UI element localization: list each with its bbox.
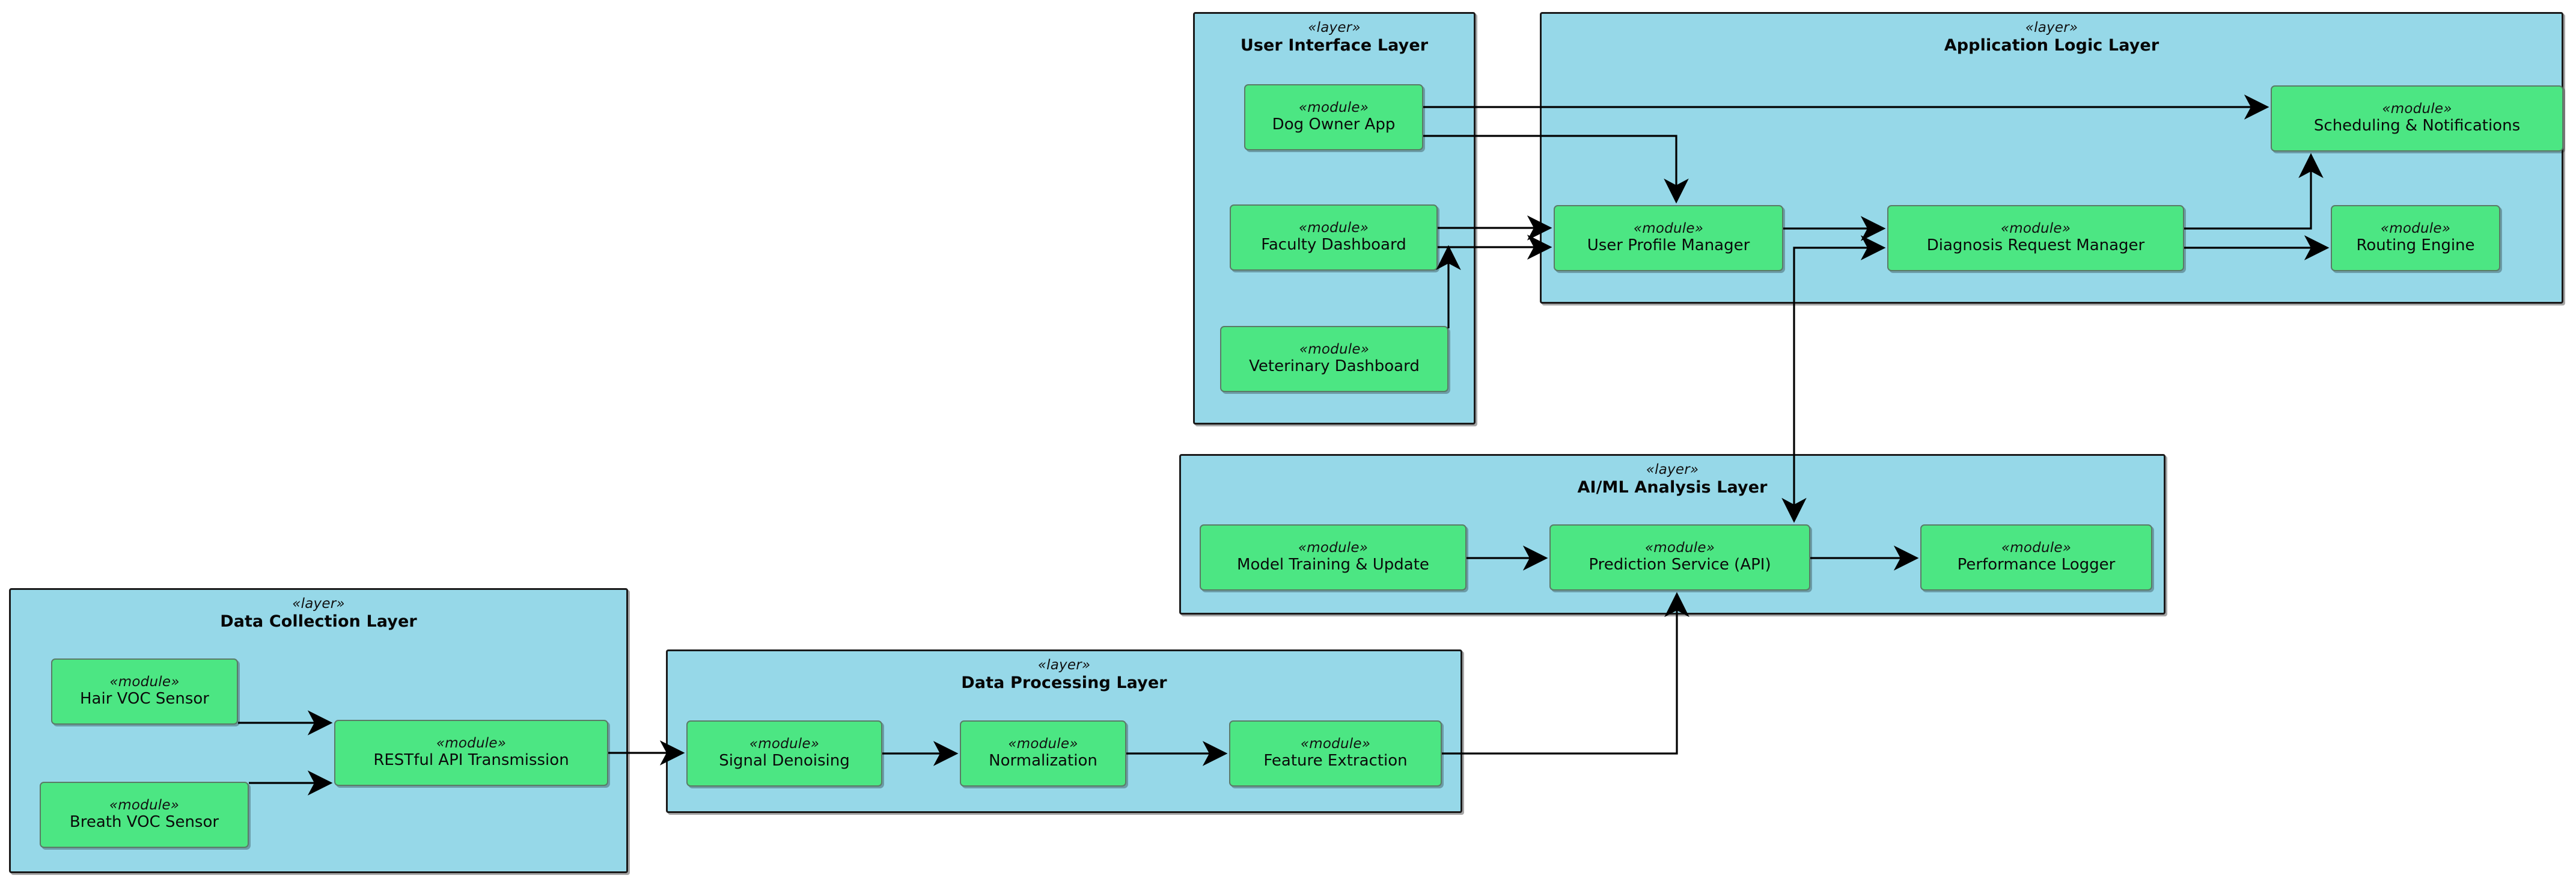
module-veterinary-dashboard[interactable]: «module» Veterinary Dashboard (1220, 326, 1448, 392)
layer-title: AI/ML Analysis Layer (1577, 478, 1768, 497)
module-label: Dog Owner App (1272, 115, 1396, 134)
layer-stereotype: «layer» (1037, 657, 1091, 673)
module-stereotype: «module» (1633, 221, 1704, 237)
layer-user-interface-header: «layer» User Interface Layer (1195, 20, 1474, 55)
module-user-profile-manager[interactable]: «module» User Profile Manager (1554, 205, 1783, 271)
module-label: Breath VOC Sensor (69, 812, 219, 831)
layer-stereotype: «layer» (292, 596, 345, 612)
module-label: Prediction Service (API) (1589, 555, 1771, 574)
module-feature-extraction[interactable]: «module» Feature Extraction (1229, 720, 1442, 787)
module-hair-voc-sensor[interactable]: «module» Hair VOC Sensor (51, 658, 238, 725)
module-performance-logger[interactable]: «module» Performance Logger (1920, 524, 2152, 591)
module-routing-engine[interactable]: «module» Routing Engine (2331, 205, 2500, 271)
module-stereotype: «module» (1298, 220, 1369, 236)
module-label: Scheduling & Notifications (2313, 116, 2521, 135)
layer-title: Application Logic Layer (1944, 36, 2159, 55)
module-signal-denoising[interactable]: «module» Signal Denoising (686, 720, 882, 787)
module-faculty-dashboard[interactable]: «module» Faculty Dashboard (1230, 204, 1438, 271)
module-stereotype: «module» (2001, 540, 2072, 556)
module-label: Normalization (989, 751, 1097, 770)
module-stereotype: «module» (1299, 342, 1370, 358)
module-prediction-service[interactable]: «module» Prediction Service (API) (1549, 524, 1810, 591)
module-stereotype: «module» (1008, 736, 1078, 752)
module-dog-owner-app[interactable]: «module» Dog Owner App (1244, 84, 1423, 150)
module-label: Routing Engine (2356, 236, 2475, 254)
module-model-training-update[interactable]: «module» Model Training & Update (1200, 524, 1467, 591)
module-scheduling-notifications[interactable]: «module» Scheduling & Notifications (2271, 85, 2563, 152)
layer-title: Data Processing Layer (961, 674, 1167, 693)
module-label: Faculty Dashboard (1261, 235, 1406, 254)
module-label: Feature Extraction (1263, 751, 1408, 770)
module-diagnosis-request-manager[interactable]: «module» Diagnosis Request Manager (1887, 205, 2184, 271)
module-stereotype: «module» (1644, 540, 1715, 556)
module-stereotype: «module» (2000, 221, 2071, 237)
module-breath-voc-sensor[interactable]: «module» Breath VOC Sensor (40, 782, 249, 848)
module-label: Diagnosis Request Manager (1926, 236, 2145, 254)
module-stereotype: «module» (1298, 100, 1369, 116)
module-label: Veterinary Dashboard (1249, 357, 1420, 375)
layer-stereotype: «layer» (1646, 462, 1699, 477)
layer-data-processing-header: «layer» Data Processing Layer (668, 657, 1460, 693)
module-stereotype: «module» (1298, 540, 1369, 556)
layer-ai-ml-analysis-header: «layer» AI/ML Analysis Layer (1181, 462, 2164, 497)
module-normalization[interactable]: «module» Normalization (960, 720, 1126, 787)
module-stereotype: «module» (2382, 101, 2452, 117)
module-stereotype: «module» (2380, 221, 2451, 237)
layer-stereotype: «layer» (1308, 20, 1361, 35)
module-label: Signal Denoising (719, 751, 850, 770)
module-stereotype: «module» (109, 797, 180, 814)
module-label: Hair VOC Sensor (80, 689, 209, 708)
module-stereotype: «module» (749, 736, 820, 752)
module-stereotype: «module» (1300, 736, 1371, 752)
module-restful-api-transmission[interactable]: «module» RESTful API Transmission (334, 720, 608, 786)
module-label: RESTful API Transmission (373, 750, 569, 769)
module-label: User Profile Manager (1587, 236, 1750, 254)
layer-title: Data Collection Layer (220, 612, 417, 631)
module-label: Model Training & Update (1237, 555, 1429, 574)
module-stereotype: «module» (109, 674, 180, 690)
layer-title: User Interface Layer (1240, 36, 1429, 55)
layer-data-collection-header: «layer» Data Collection Layer (11, 596, 626, 631)
layer-stereotype: «layer» (2025, 20, 2078, 35)
layer-application-logic-header: «layer» Application Logic Layer (1542, 20, 2562, 55)
module-stereotype: «module» (436, 735, 507, 752)
module-label: Performance Logger (1957, 555, 2116, 574)
connector-featureextraction-to-prediction (1442, 592, 1689, 755)
